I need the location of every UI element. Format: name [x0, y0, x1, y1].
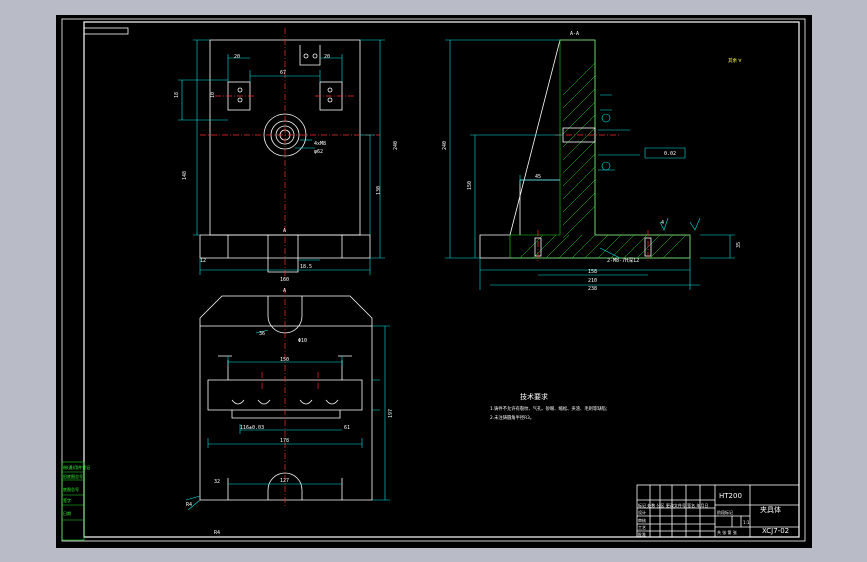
dim-label: 150 [467, 181, 473, 190]
stamp-line-3: 底图总号 [63, 486, 79, 492]
dim-label: 158 [588, 269, 597, 275]
dim-label: 36 [259, 331, 265, 337]
title-stage-label: 阶段标记 [717, 509, 733, 515]
sheet-outer-frame [61, 18, 806, 542]
technical-requirements: 技术要求 1.铸件不允许有裂纹、气孔、砂眼、缩松、夹渣、毛刺等缺陷; 2.未注铸… [490, 392, 607, 421]
tech-req-item-1: 1.铸件不允许有裂纹、气孔、砂眼、缩松、夹渣、毛刺等缺陷; [490, 405, 607, 412]
dim-label: 20 [234, 54, 240, 60]
stamp-line-5: 日期 [63, 510, 71, 516]
dim-label: 127 [280, 478, 289, 484]
stamp-line-2: 旧底图总号 [63, 473, 83, 479]
title-part-name: 夹具体 [760, 505, 781, 514]
dim-label: 116±0.03 [240, 425, 264, 431]
top-view [185, 288, 390, 511]
dim-label: R4 [186, 502, 192, 508]
drawing-area [56, 15, 812, 548]
dim-label: 61 [344, 425, 350, 431]
top-view-dim-labels: 36 Φ10 150 116±0.03 61 178 197 R4 32 R4 … [186, 288, 394, 536]
roughness-note: 其余 ∀ [728, 57, 742, 64]
dim-label: 32 [214, 479, 220, 485]
dim-label: 240 [442, 141, 448, 150]
dim-label: 45 [535, 174, 541, 180]
dim-label: 2-M8-7H深12 [607, 257, 639, 264]
dim-label: 18 [174, 92, 180, 98]
corner-tab [83, 27, 129, 35]
front-view [178, 28, 385, 280]
dim-label: 4xM8 [314, 141, 326, 147]
section-view-labels: A-A 240 150 45 210 158 238 35 0.02 2-M8-… [442, 31, 742, 292]
dim-label: 178 [280, 438, 289, 444]
dim-label: 10 [210, 92, 216, 98]
tech-req-item-2: 2.未注铸圆角半径R3。 [490, 414, 534, 421]
dim-label: 35 [736, 242, 742, 248]
dim-label: 240 [393, 141, 399, 150]
dim-label: Φ10 [298, 338, 307, 344]
title-sheet: 共 张 第 张 [717, 529, 737, 535]
dim-label: 67 [280, 70, 286, 76]
dim-label: 197 [388, 409, 394, 418]
title-process: 工艺 [638, 525, 646, 530]
dim-label: R4 [214, 530, 220, 536]
dim-label: 150 [280, 357, 289, 363]
dim-label: 18.5 [300, 264, 312, 270]
dim-label: 210 [588, 278, 597, 284]
stamp-line-1: 借(通)用件登记 [63, 464, 90, 470]
title-material: HT200 [719, 492, 742, 500]
title-drawing-no: XCJ7-02 [762, 527, 789, 535]
section-mark: A [283, 288, 286, 294]
dim-label: φ62 [314, 149, 323, 155]
title-approve: 批准 [638, 531, 646, 537]
dim-label: 20 [324, 54, 330, 60]
title-design: 设计 [638, 509, 646, 515]
dim-label: 148 [182, 171, 188, 180]
section-mark: A [283, 228, 286, 234]
dim-label: 0.02 [664, 151, 676, 157]
title-block: HT200 夹具体 XCJ7-02 1:1 阶段标记 共 张 第 张 标记 处数… [636, 484, 800, 538]
dim-label: 12 [200, 258, 206, 264]
title-header-row: 标记 处数 分区 更改文件号 签名 年月日 [638, 502, 708, 508]
dim-label: 130 [376, 186, 382, 195]
title-scale: 1:1 [743, 520, 750, 525]
title-review: 审核 [638, 517, 646, 523]
dim-label: 238 [588, 286, 597, 292]
front-view-dim-labels: 20 67 20 18 10 148 240 130 160 18.5 4xM8… [174, 54, 399, 283]
section-view [445, 39, 735, 290]
section-title: A-A [570, 31, 579, 37]
side-stamp: 借(通)用件登记 旧底图总号 底图总号 签字 日期 [61, 461, 90, 541]
sheet-inner-frame [83, 21, 800, 538]
dim-label: 160 [280, 277, 289, 283]
tech-req-title: 技术要求 [520, 392, 548, 401]
stamp-line-4: 签字 [63, 497, 71, 503]
dim-label: 4 [661, 220, 664, 226]
